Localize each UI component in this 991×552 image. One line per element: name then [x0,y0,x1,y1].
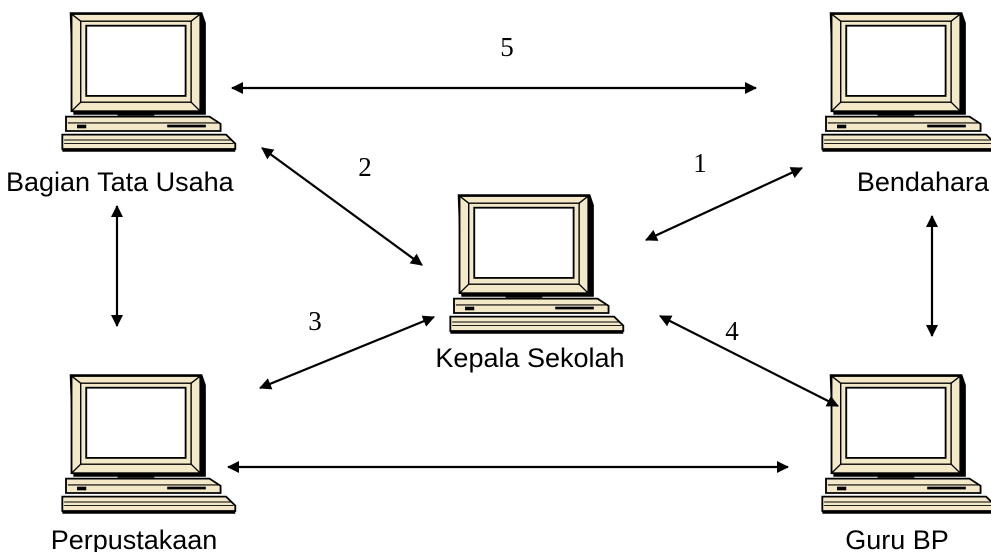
edge-label-3: 3 [308,306,322,336]
node-label-guru-bp: Guru BP [845,525,949,552]
node-label-bendahara: Bendahara [857,167,990,197]
edge-label-1: 1 [693,148,707,178]
edge-kepala-sekolah-guru-bp [659,315,839,407]
node-label-kepala-sekolah: Kepala Sekolah [435,343,624,373]
computer-icon-bendahara [821,11,991,153]
computer-icon-perpustakaan [61,373,237,515]
edge-label-2: 2 [358,152,372,182]
computer-icon-kepala-sekolah [449,193,625,335]
edge-label-4: 4 [725,316,739,346]
edge-label-5: 5 [500,32,514,62]
node-label-perpustakaan: Perpustakaan [51,525,218,552]
edge-perpustakaan-kepala-sekolah [259,315,435,390]
computer-icon-guru-bp [821,373,991,515]
edge-kepala-sekolah-bendahara [645,167,803,241]
computer-icon-tata-usaha [61,11,237,153]
edge-tata-usaha-kepala-sekolah [261,147,423,266]
node-label-tata-usaha: Bagian Tata Usaha [6,167,235,197]
